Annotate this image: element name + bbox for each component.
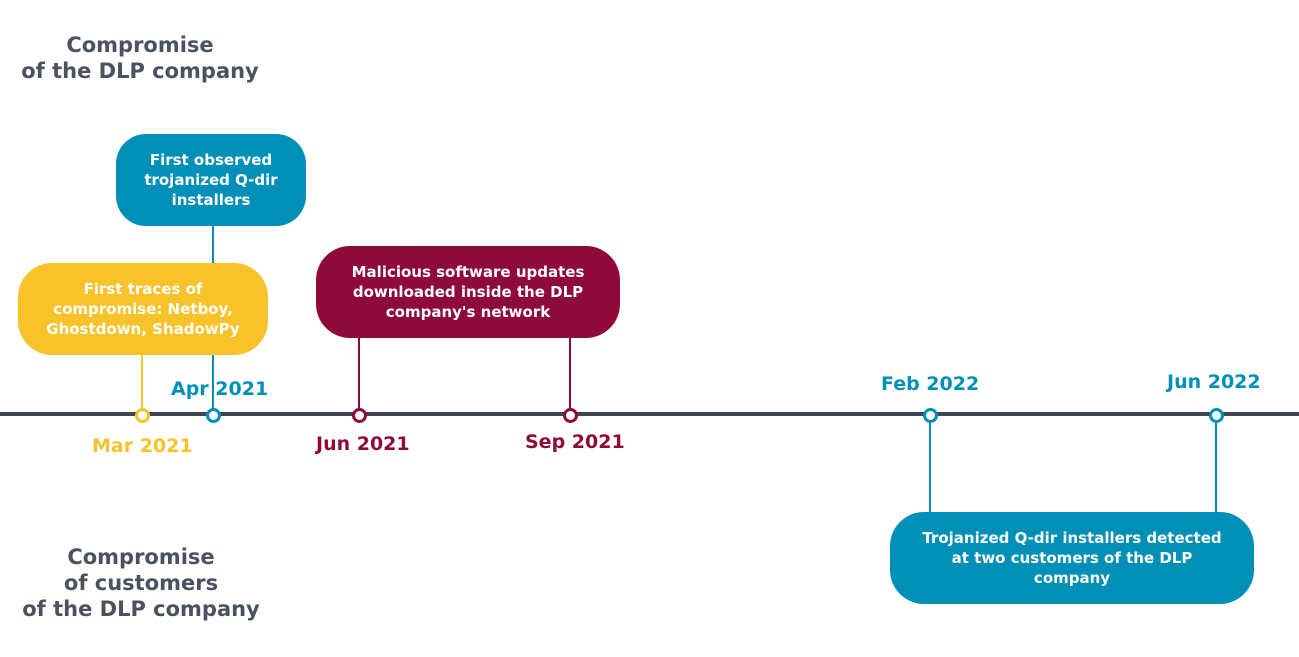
connector-jun-2021 — [358, 336, 360, 412]
timeline-dot-jun-2022 — [1209, 408, 1224, 423]
timeline-dot-jun-2021 — [352, 408, 367, 423]
event-bubble-feb-jun-2022: Trojanized Q-dir installers detected at … — [890, 512, 1254, 604]
date-label-mar-2021: Mar 2021 — [92, 435, 193, 457]
event-bubble-jun-sep-2021: Malicious software updates downloaded in… — [316, 246, 620, 338]
connector-sep-2021 — [569, 336, 571, 412]
event-bubble-mar-2021: First traces of compromise: Netboy, Ghos… — [18, 263, 268, 355]
timeline-dot-feb-2022 — [923, 408, 938, 423]
date-label-feb-2022: Feb 2022 — [881, 373, 980, 395]
timeline-axis — [0, 412, 1299, 416]
connector-feb-2022 — [929, 416, 931, 514]
timeline-dot-apr-2021 — [206, 408, 221, 423]
date-label-jun-2022: Jun 2022 — [1167, 371, 1261, 393]
connector-mar-2021 — [141, 352, 143, 412]
date-label-jun-2021: Jun 2021 — [316, 433, 410, 455]
timeline-dot-mar-2021 — [135, 408, 150, 423]
date-label-apr-2021: Apr 2021 — [171, 378, 269, 400]
timeline-dot-sep-2021 — [563, 408, 578, 423]
connector-jun-2022 — [1215, 416, 1217, 514]
date-label-sep-2021: Sep 2021 — [525, 431, 625, 453]
event-bubble-apr-2021: First observed trojanized Q-dir installe… — [116, 134, 306, 226]
